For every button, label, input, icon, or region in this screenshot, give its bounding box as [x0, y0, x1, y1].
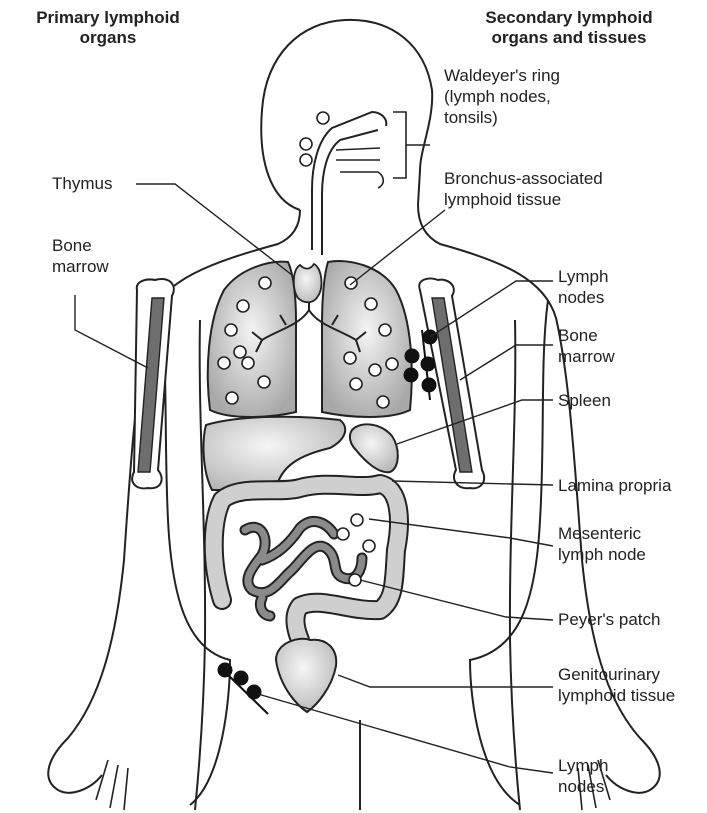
- spleen-label-line: Spleen: [558, 390, 611, 411]
- label-lamina-propria: Lamina propria: [558, 475, 671, 496]
- right-lung: [322, 261, 412, 417]
- waldeyer-line-1: Waldeyer's ring: [444, 65, 560, 86]
- label-waldeyer: Waldeyer's ring (lymph nodes, tonsils): [444, 65, 560, 128]
- lymph-nodes-upper-line-2: nodes: [558, 287, 608, 308]
- bone-marrow-right-line-1: Bone: [558, 325, 615, 346]
- thymus-label-line: Thymus: [52, 173, 112, 194]
- waldeyer-node-3: [300, 154, 312, 166]
- label-bone-marrow-left: Bone marrow: [52, 235, 109, 277]
- lymph-nodes-lower-line-1: Lymph: [558, 755, 608, 776]
- balt-line-2: lymphoid tissue: [444, 189, 603, 210]
- peyer-label-line: Peyer's patch: [558, 609, 660, 630]
- airway: [312, 112, 386, 255]
- label-lymph-nodes-lower: Lymph nodes: [558, 755, 608, 797]
- bladder: [276, 639, 336, 712]
- spleen: [350, 424, 398, 472]
- label-genitourinary: Genitourinary lymphoid tissue: [558, 664, 675, 706]
- right-arm-inner: [470, 300, 548, 805]
- balt-line-1: Bronchus-associated: [444, 168, 603, 189]
- label-spleen: Spleen: [558, 390, 611, 411]
- left-lung: [208, 262, 296, 417]
- lymph-nodes-upper-line-1: Lymph: [558, 266, 608, 287]
- waldeyer-node-2: [300, 138, 312, 150]
- oral-cavity: [336, 148, 383, 188]
- bone-marrow-left-line-1: Bone: [52, 235, 109, 256]
- genitourinary-line-2: lymphoid tissue: [558, 685, 675, 706]
- mesenteric-line-1: Mesenteric: [558, 523, 646, 544]
- label-balt: Bronchus-associated lymphoid tissue: [444, 168, 603, 210]
- waldeyer-bracket: [393, 112, 430, 178]
- inguinal-nodes: [218, 663, 268, 714]
- genitourinary-line-1: Genitourinary: [558, 664, 675, 685]
- label-lymph-nodes-upper: Lymph nodes: [558, 266, 608, 308]
- mesenteric-line-2: lymph node: [558, 544, 646, 565]
- waldeyer-line-3: tonsils): [444, 107, 560, 128]
- bone-marrow-left-line-2: marrow: [52, 256, 109, 277]
- fingers-left: [96, 760, 128, 810]
- label-peyer: Peyer's patch: [558, 609, 660, 630]
- label-mesenteric: Mesenteric lymph node: [558, 523, 646, 565]
- label-bone-marrow-right: Bone marrow: [558, 325, 615, 367]
- thymus: [294, 264, 322, 302]
- lymph-nodes-lower-line-2: nodes: [558, 776, 608, 797]
- waldeyer-line-2: (lymph nodes,: [444, 86, 560, 107]
- bone-marrow-right-line-2: marrow: [558, 346, 615, 367]
- label-thymus: Thymus: [52, 173, 112, 194]
- waldeyer-node-1: [317, 112, 329, 124]
- lamina-propria-label-line: Lamina propria: [558, 475, 671, 496]
